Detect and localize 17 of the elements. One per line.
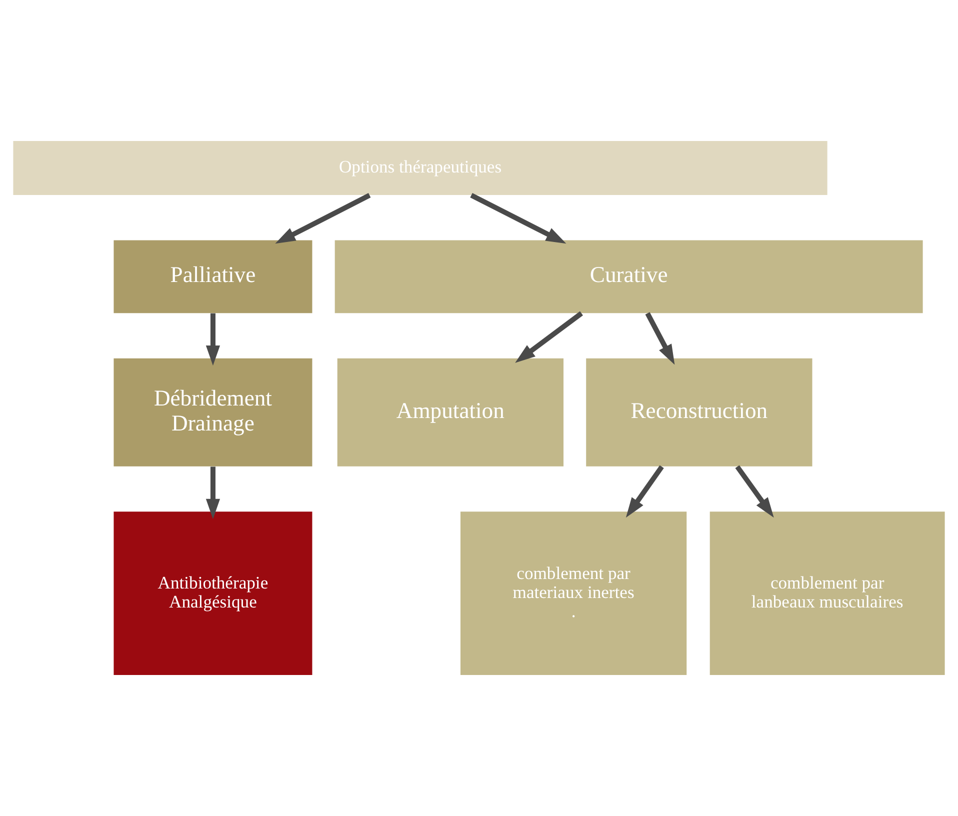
node-box: Débridement Drainage <box>114 358 312 466</box>
arrow <box>206 466 220 520</box>
arrow <box>515 311 583 363</box>
arrow <box>645 312 675 365</box>
node-box: Options thérapeutiques <box>13 141 828 196</box>
arrow <box>735 465 774 518</box>
node-box: comblement par materiaux inertes . <box>460 512 687 675</box>
node-box: Curative <box>334 240 923 314</box>
arrow <box>206 313 220 366</box>
node-box: Palliative <box>114 240 312 314</box>
arrow <box>470 193 566 244</box>
arrow <box>275 193 371 244</box>
node-box: Antibiothérapie Analgésique <box>114 512 312 675</box>
node-box: comblement par lanbeaux musculaires <box>710 512 945 675</box>
node-box: Amputation <box>337 358 564 466</box>
arrow <box>626 465 664 518</box>
node-box: Reconstruction <box>586 358 812 466</box>
